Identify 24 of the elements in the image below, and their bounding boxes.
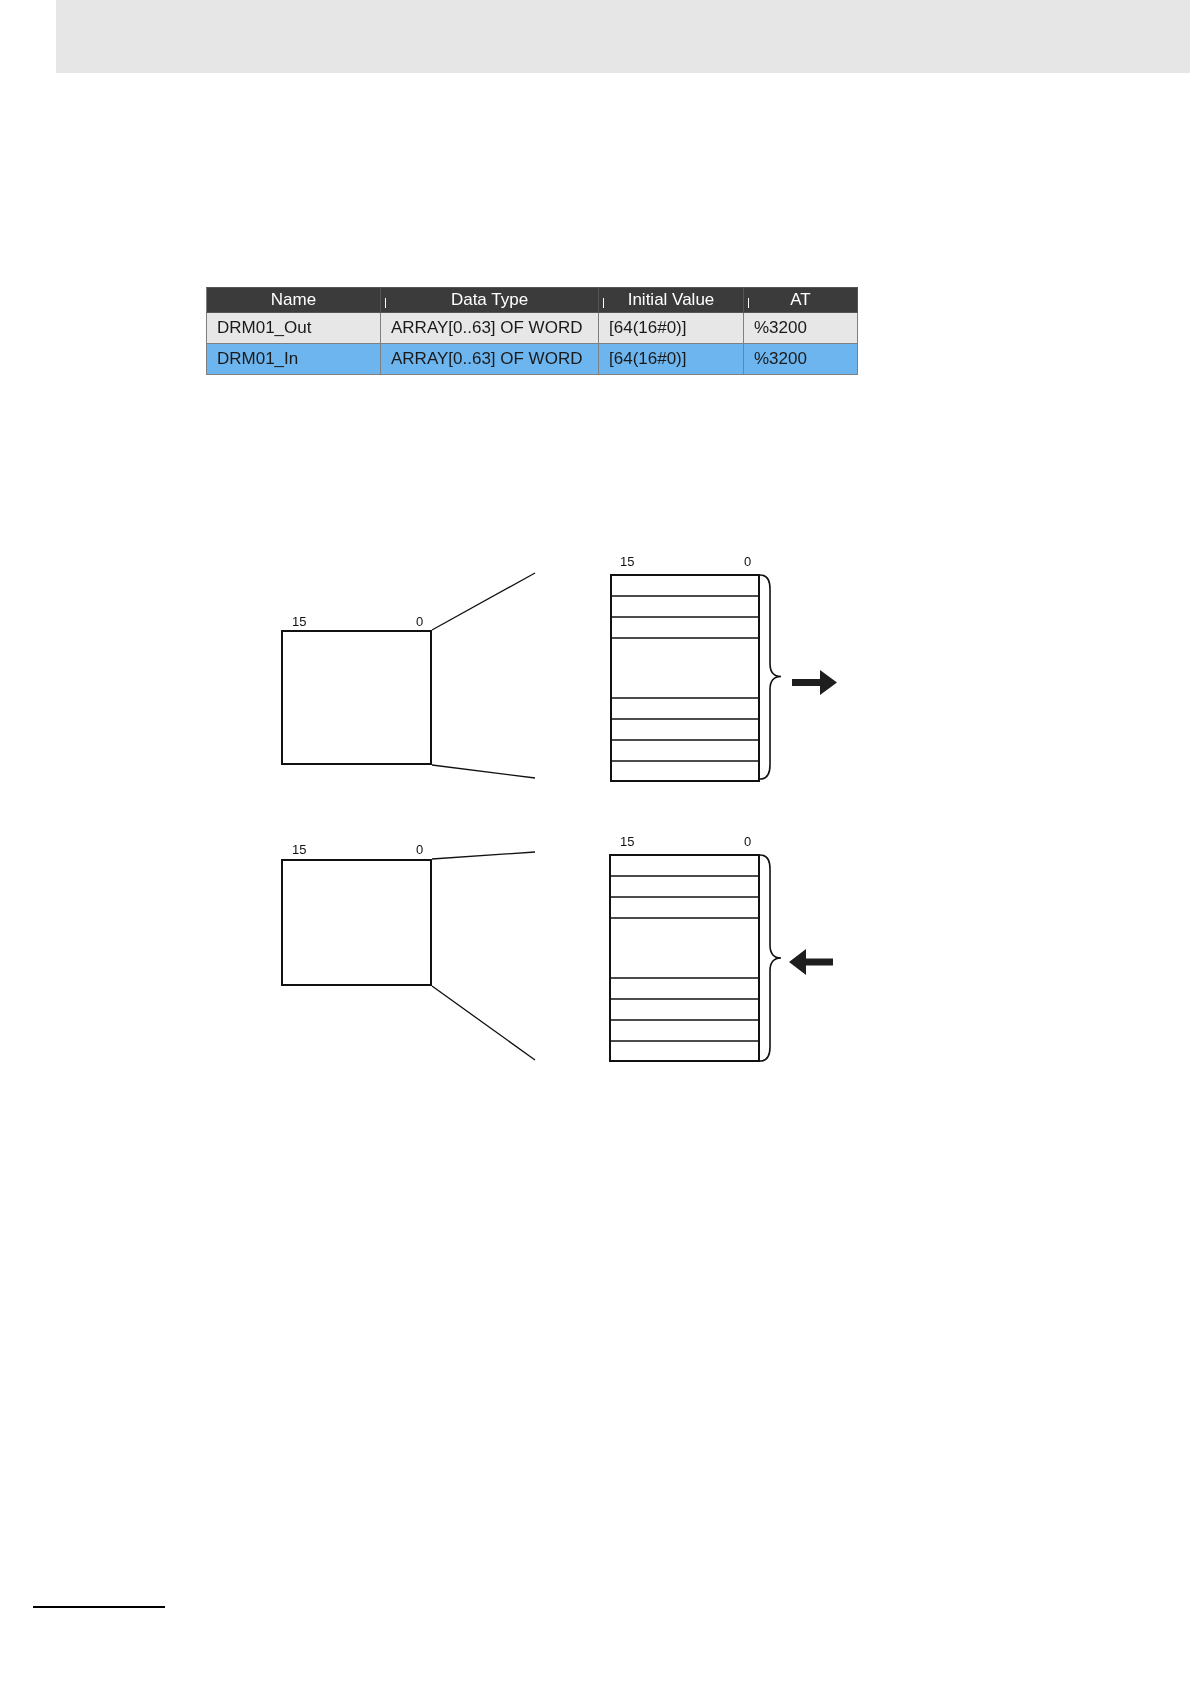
- projection-line: [431, 985, 536, 1061]
- column-header: Initial Value: [599, 287, 744, 313]
- bit-number: 0: [744, 835, 752, 848]
- bit-number: 15: [292, 615, 307, 628]
- column-header: Name: [206, 287, 381, 313]
- table-cell: %3200: [744, 344, 858, 375]
- table-cell: [64(16#0)]: [599, 313, 744, 344]
- bit-number: 0: [416, 843, 424, 856]
- table-cell: [64(16#0)]: [599, 344, 744, 375]
- bit-number: 15: [292, 843, 307, 856]
- table-cell: %3200: [744, 313, 858, 344]
- table-cell: ARRAY[0..63] OF WORD: [381, 313, 599, 344]
- bit-number: 15: [620, 555, 635, 568]
- column-header: AT: [744, 287, 858, 313]
- table-cell: ARRAY[0..63] OF WORD: [381, 344, 599, 375]
- projection-line: [431, 764, 536, 779]
- bit-number: 0: [416, 615, 424, 628]
- bit-number: 0: [744, 555, 752, 568]
- table-cell: DRM01_In: [206, 344, 381, 375]
- column-header: Data Type: [381, 287, 599, 313]
- projection-line: [431, 851, 536, 860]
- projection-line: [431, 572, 536, 631]
- table-cell: DRM01_Out: [206, 313, 381, 344]
- bit-number: 15: [620, 835, 635, 848]
